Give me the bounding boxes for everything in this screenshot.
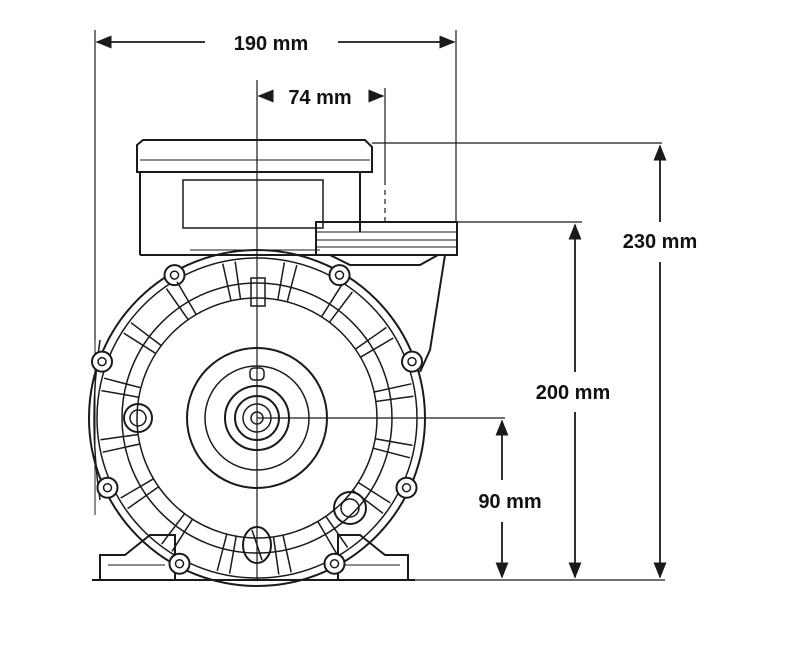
housing-rib — [234, 261, 242, 300]
housing-rib — [176, 281, 197, 315]
bolt-lug — [401, 350, 423, 373]
housing-rib — [360, 337, 394, 358]
pump-body — [88, 139, 458, 587]
bolt-hole — [174, 558, 185, 569]
bolt-lug — [395, 476, 418, 499]
bolt-lug — [96, 476, 119, 499]
bolt-hole — [334, 270, 345, 280]
housing-rib — [216, 533, 228, 572]
housing-rib — [222, 263, 232, 301]
label-outlet-height: 200 mm — [536, 382, 611, 404]
bolt-hole — [169, 270, 180, 280]
housing-rib — [127, 486, 160, 510]
bolt-lug — [91, 350, 113, 373]
housing-rib — [375, 438, 413, 447]
bolt-hole — [102, 482, 113, 493]
housing-rib — [286, 264, 298, 303]
bolt-hole — [401, 482, 412, 493]
housing-rib — [123, 332, 157, 355]
dimension-labels: 190 mm 74 mm 230 mm 200 mm 90 mm — [234, 33, 698, 513]
housing-rib — [171, 518, 194, 552]
housing-rib — [130, 322, 162, 347]
bolt-lugs — [91, 264, 423, 575]
housing-rib — [102, 443, 140, 453]
housing-rib — [320, 284, 343, 318]
housing-rib — [325, 515, 349, 548]
label-shaft-height: 90 mm — [478, 491, 541, 513]
housing-rib — [161, 513, 186, 545]
housing-rib — [375, 395, 414, 403]
housing-rib — [328, 291, 353, 323]
housing-rib — [354, 326, 387, 350]
housing-rib — [317, 521, 338, 555]
housing-rib — [277, 262, 286, 300]
discharge-outlet — [315, 221, 458, 373]
housing-rib — [357, 481, 391, 504]
terminal-box — [136, 139, 373, 256]
label-overall-width: 190 mm — [234, 33, 309, 55]
housing-rib — [103, 377, 142, 389]
bolt-hole — [97, 356, 107, 367]
housing-rib — [228, 536, 237, 574]
housing-rib — [272, 536, 280, 575]
bolt-lug — [163, 264, 186, 287]
housing-rib — [100, 433, 139, 441]
base-feet — [92, 534, 415, 581]
bolt-hole — [329, 558, 340, 569]
bolt-lug — [168, 552, 191, 575]
label-overall-height: 230 mm — [623, 231, 698, 253]
label-outlet-offset: 74 mm — [288, 87, 351, 109]
housing-rib — [120, 478, 154, 499]
bolt-hole — [407, 356, 417, 367]
bolt-lug — [323, 552, 346, 575]
housing-rib — [372, 447, 411, 459]
housing-rib — [374, 383, 412, 393]
bolt-lug — [328, 264, 351, 287]
housing-rib — [282, 535, 292, 573]
housing-rib — [101, 389, 139, 398]
extension-lines — [94, 30, 665, 581]
dimension-lines — [95, 35, 667, 579]
housing-rib — [165, 288, 189, 321]
